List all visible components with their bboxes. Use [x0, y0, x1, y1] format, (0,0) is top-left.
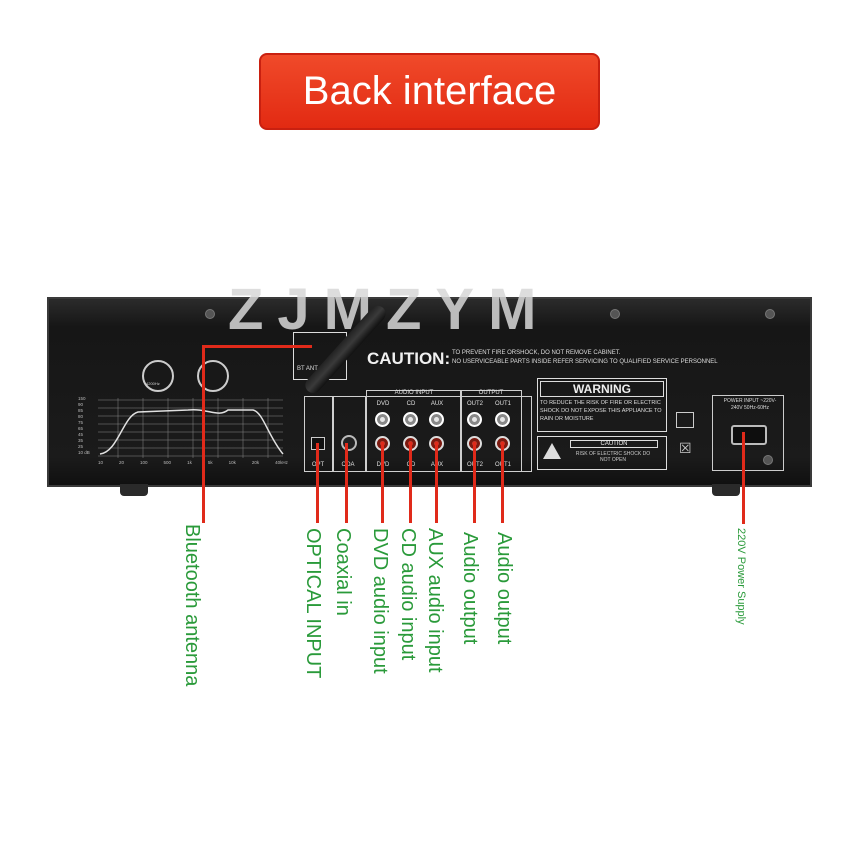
power-input-text: POWER INPUT ~220V-240V 50Hz-60Hz	[723, 398, 777, 411]
eq-y-tick: 75	[78, 420, 84, 425]
optical-pointer	[316, 443, 319, 523]
left-foot	[120, 484, 148, 496]
cd-pointer	[409, 442, 412, 523]
screw-icon	[765, 309, 775, 319]
eq-x-tick: 20	[119, 460, 125, 465]
heat-logo-icon	[197, 360, 229, 392]
title-text: Back interface	[302, 69, 557, 113]
screw-icon	[763, 455, 773, 465]
coa-section	[332, 396, 366, 472]
eq-x-tick: 10k	[228, 460, 236, 465]
out1-white-jack	[495, 412, 510, 427]
opt-section	[304, 396, 334, 472]
out1-top-label: OUT1	[494, 401, 511, 407]
power-pointer	[742, 432, 745, 524]
out2-top-label: OUT2	[466, 401, 483, 407]
dvd-top-label: DVD	[376, 401, 390, 407]
power-supply-label: 220V Power Supply	[735, 528, 747, 625]
eq-x-tick: 500	[163, 460, 172, 465]
right-foot	[712, 484, 740, 496]
cd-top-label: CD	[406, 401, 416, 407]
title-badge: Back interface	[259, 53, 600, 130]
eq-x-tick: 1k	[187, 460, 192, 465]
house-icon	[676, 412, 694, 428]
out2-white-jack	[467, 412, 482, 427]
eq-y-tick: 35	[78, 438, 84, 443]
out2-pointer	[473, 442, 476, 523]
screw-icon	[205, 309, 215, 319]
dvd-pointer	[381, 442, 384, 523]
bluetooth-antenna-label: Bluetooth antenna	[181, 524, 203, 687]
coa-label: COA	[336, 462, 360, 468]
eq-x-tick: 20k	[251, 460, 260, 465]
caution-sticker	[537, 436, 667, 470]
power-socket-icon	[731, 425, 767, 445]
coaxial-pointer	[345, 443, 348, 523]
eq-x-tick: 40kHz	[275, 460, 288, 465]
warning-sticker	[537, 378, 667, 432]
mountain-logo-icon	[142, 360, 174, 392]
caution-text: TO PREVENT FIRE ORSHOCK, DO NOT REMOVE C…	[452, 349, 742, 367]
bluetooth-pointer-h	[202, 345, 312, 348]
aux-top-label: AUX	[430, 401, 444, 407]
eq-y-tick: 45	[78, 432, 84, 437]
eq-curve-icon	[98, 398, 284, 458]
eq-y-tick: 25	[78, 444, 84, 449]
cd-audio-input-label: CD audio input	[397, 528, 419, 661]
warning-title: WARNING	[540, 381, 664, 397]
caution-small-text: RISK OF ELECTRIC SHOCK DO NOT OPEN	[575, 451, 651, 463]
logo-left-text: 4200Hz	[146, 381, 160, 386]
warning-triangle-icon	[543, 443, 561, 459]
power-input-panel	[712, 395, 784, 471]
eq-y-tick: 90	[78, 402, 84, 407]
audio-input-label: AUDIO INPUT	[394, 390, 434, 396]
output-section	[460, 390, 522, 472]
aux-pointer	[435, 442, 438, 523]
audio-output-1-label: Audio output	[493, 532, 515, 645]
eq-y-tick: 85	[78, 408, 84, 413]
audio-output-2-label: Audio output	[459, 532, 481, 645]
amplifier-back-panel	[47, 297, 812, 487]
dvd-white-jack	[375, 412, 390, 427]
eq-x-tick: 100	[140, 460, 148, 465]
aux-white-jack	[429, 412, 444, 427]
caution-heading: CAUTION:	[367, 349, 451, 368]
eq-x-scale: 10 20 100 500 1k 5k 10k 20k 40kHz	[98, 460, 288, 465]
cd-white-jack	[403, 412, 418, 427]
eq-y-tick: 10 dB	[78, 450, 90, 455]
eq-y-tick: 65	[78, 426, 84, 431]
caution-small-title: CAUTION	[570, 440, 658, 448]
eq-x-tick: 5k	[207, 460, 213, 465]
caution-line-2: NO USERVICEABLE PARTS INSIDE REFER SERVI…	[452, 359, 718, 365]
eq-y-scale: 150 90 85 80 75 65 45 35 25 10 dB	[78, 396, 94, 456]
output-label: OUTPUT	[478, 390, 504, 396]
aux-audio-input-label: AUX audio input	[424, 528, 446, 673]
eq-x-tick: 10	[98, 460, 104, 465]
warning-text: TO REDUCE THE RISK OF FIRE OR ELECTRIC S…	[540, 400, 662, 422]
coaxial-port-icon	[341, 435, 357, 451]
eq-graphic: 150 90 85 80 75 65 45 35 25 10 dB 10 20 …	[78, 396, 288, 468]
eq-y-tick: 150	[78, 396, 86, 401]
weee-bin-icon: ☒	[679, 440, 692, 456]
coaxial-in-label: Coaxial in	[332, 528, 354, 616]
dvd-audio-input-label: DVD audio input	[369, 528, 391, 674]
out1-pointer	[501, 442, 504, 523]
optical-input-label: OPTICAL INPUT	[302, 528, 324, 679]
audio-input-section	[366, 390, 462, 472]
caution-line-1: TO PREVENT FIRE ORSHOCK, DO NOT REMOVE C…	[452, 350, 621, 356]
eq-y-tick: 80	[78, 414, 84, 419]
bt-ant-label: BT ANT	[297, 366, 318, 372]
bluetooth-pointer-v	[202, 345, 205, 523]
screw-icon	[610, 309, 620, 319]
watermark: ZJMZYM	[228, 277, 551, 342]
